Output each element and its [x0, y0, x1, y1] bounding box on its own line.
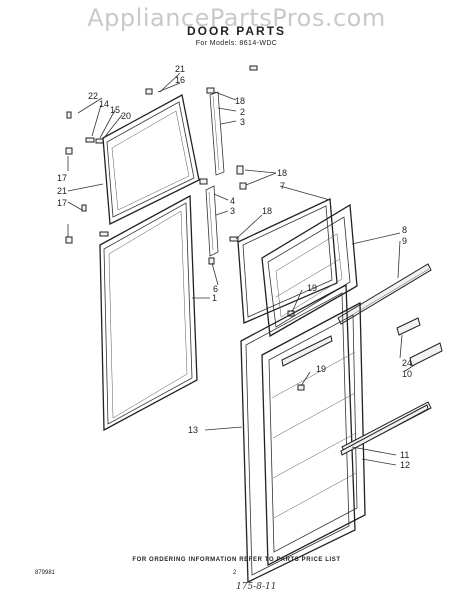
refrigerator-door-gasket — [99, 194, 198, 432]
model-subtitle: For Models: 8614-WDC — [195, 40, 278, 47]
refrigerator-inner-gasket — [240, 283, 356, 584]
callout-20: 20 — [121, 111, 131, 121]
door-trim-strip-upper — [209, 91, 225, 176]
page-title: DOOR PARTS — [186, 24, 287, 38]
callout-13: 13 — [188, 425, 198, 435]
callout-14: 14 — [99, 99, 109, 109]
page-code: 879981 — [35, 570, 56, 576]
callout-4: 4 — [230, 196, 235, 206]
dairy-bin-small — [396, 317, 421, 336]
freezer-door-liner — [261, 203, 358, 338]
page-number: 2 — [233, 570, 237, 576]
watermark: AppliancePartsPros.com — [87, 4, 386, 32]
door-shelf-bar — [340, 401, 432, 456]
callout-17: 17 — [57, 173, 67, 183]
freezer-shelf-bar — [337, 263, 432, 325]
callout-16: 16 — [175, 75, 185, 85]
callout-numbers: 21 16 22 14 15 20 18 2 3 17 21 17 18 7 4… — [57, 64, 412, 470]
callout-18: 18 — [262, 206, 272, 216]
callout-15: 15 — [110, 105, 120, 115]
callout-12: 12 — [400, 460, 410, 470]
door-trim-strip-lower — [205, 185, 219, 257]
callout-6: 6 — [213, 284, 218, 294]
ordering-info-note: FOR ORDERING INFORMATION REFER TO PARTS … — [132, 557, 341, 563]
freezer-door-gasket — [102, 94, 200, 226]
callout-1: 1 — [212, 293, 217, 303]
callout-19: 19 — [307, 283, 317, 293]
callout-18: 18 — [277, 168, 287, 178]
callout-9: 9 — [402, 236, 407, 246]
refrigerator-door-liner — [261, 301, 366, 567]
callout-21: 21 — [175, 64, 185, 74]
freezer-inner-gasket — [237, 198, 338, 324]
callout-10: 10 — [402, 369, 412, 379]
callout-11: 11 — [400, 450, 409, 460]
callout-24: 24 — [402, 358, 412, 368]
leader-lines — [67, 72, 417, 466]
callout-21: 21 — [57, 186, 67, 196]
callout-22: 22 — [88, 91, 98, 101]
callout-3: 3 — [240, 117, 245, 127]
callout-8: 8 — [402, 225, 407, 235]
callout-19: 19 — [316, 364, 326, 374]
callout-2: 2 — [240, 107, 245, 117]
hinge-hardware — [65, 65, 305, 391]
handwritten-note: 175-8-11 — [236, 582, 277, 592]
callout-17: 17 — [57, 198, 67, 208]
callout-18: 18 — [235, 96, 245, 106]
callout-7: 7 — [280, 181, 285, 191]
callout-3: 3 — [230, 206, 235, 216]
dairy-bin-cover — [409, 342, 443, 367]
